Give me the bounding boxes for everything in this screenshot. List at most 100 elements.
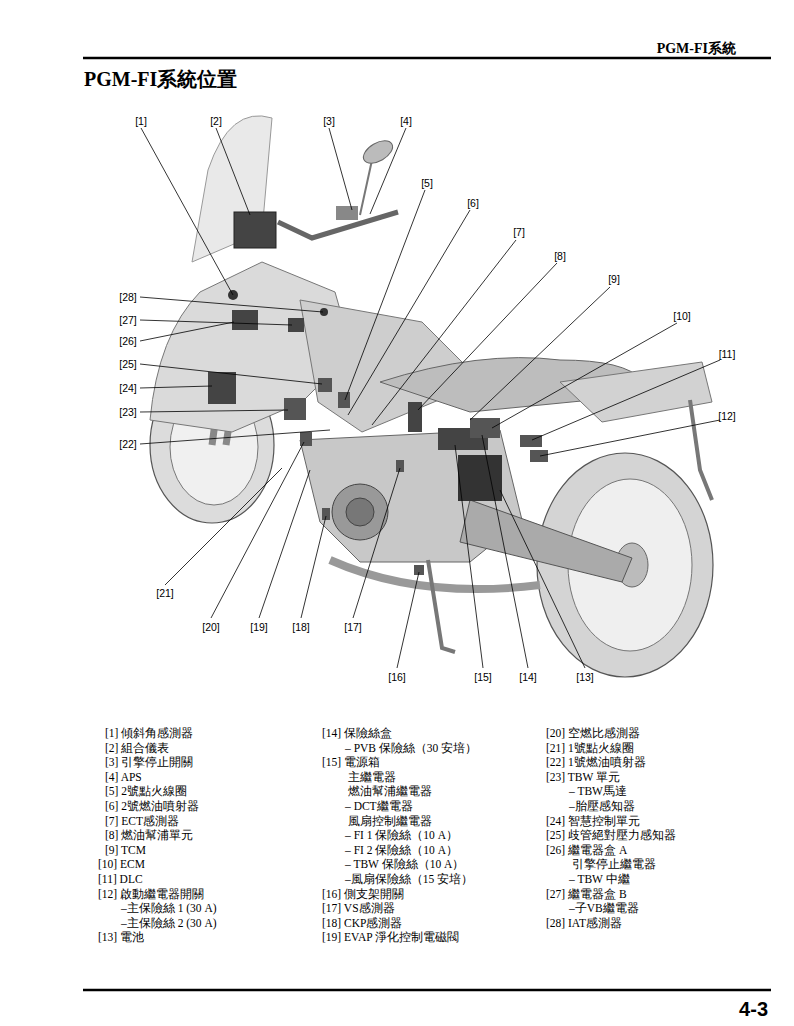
header-rule [83,57,771,60]
callout-number: [2] [210,115,222,127]
legend-item: [17] VS感測器 [322,901,395,915]
legend-item: – TBW 保險絲（10 A） [345,857,464,871]
callout-number: [3] [323,115,335,127]
leader-line [140,430,330,444]
legend-item: [11] DLC [98,872,143,886]
page-number: 4-3 [739,998,768,1021]
leader-line [540,420,720,456]
callout-number: [15] [474,671,492,683]
vs-sensor [396,460,404,472]
callout-number: [18] [292,621,310,633]
callout-number: [13] [576,671,594,683]
leader-line [216,128,250,215]
legend-item: 風扇控制繼電器 [348,814,432,828]
legend-item: [7] ECT感測器 [105,814,179,828]
legend-item: [22] 1號燃油噴射器 [546,755,646,769]
map-sensor [318,378,332,392]
running-header: PGM-FI系統 [657,40,736,58]
leader-line [140,364,322,384]
callout-number: [27] [119,314,137,326]
legend-item: [14] 保險絲盒 [322,726,392,740]
leader-line [482,435,528,668]
legend-item: – TBW 中繼 [569,872,630,886]
legend-item: 引擎停止繼電器 [572,857,656,871]
callout-number: [11] [719,348,736,360]
leader-line [140,320,292,325]
legend-item: [28] IAT感測器 [546,916,622,930]
callout-number: [6] [467,197,479,209]
legend-item: – FI 2 保險絲（10 A） [345,843,458,857]
legend-item: [16] 側支架開關 [322,887,404,901]
legend-item: [12] 啟動繼電器開關 [98,887,204,901]
callout-number: [25] [119,358,137,370]
meter-unit [234,212,276,248]
leader-line [301,516,326,618]
page-title: PGM-FI系統位置 [84,66,237,93]
callout-number: [12] [718,410,736,422]
leader-line [211,442,304,618]
leader-line [345,190,425,400]
tail-cowl [560,362,712,422]
legend-item: [27] 繼電器盒 B [546,887,627,901]
callout-number: [23] [119,406,137,418]
leader-line [500,490,585,668]
legend-item: –胎壓感知器 [569,799,635,813]
legend-item: –風扇保險絲（15 安培） [345,872,473,886]
leader-line [397,572,419,668]
callout-number: [16] [388,671,406,683]
legend-item: [3] 引擎停止開關 [105,755,193,769]
leader-line [140,322,234,341]
legend-item: –主保險絲 1 (30 A) [121,901,217,915]
battery [458,455,502,501]
callout-number: [21] [156,587,174,599]
stator-hub [346,498,374,526]
mirror [360,136,397,168]
fuel-pump [408,402,422,432]
legend-item: 燃油幫浦繼電器 [348,784,432,798]
leader-line [141,128,233,295]
callout-number: [24] [119,382,137,394]
starter-relay [530,450,548,462]
mirror-stem [360,160,372,215]
smart-control-unit [208,372,236,404]
legend-item: 主繼電器 [348,770,396,784]
callout-number: [14] [519,671,537,683]
leader-line [353,468,400,618]
legend-item: [2] 組合儀表 [105,741,169,755]
leader-lines [140,128,720,668]
legend-item: [1] 傾斜角感測器 [105,726,193,740]
legend-item: –主保險絲 2 (30 A) [121,916,217,930]
callout-number: [20] [202,621,220,633]
legend-item: [21] 1號點火線圈 [546,741,634,755]
footer-rule [83,989,771,992]
legend-item: [9] TCM [105,843,146,857]
legend-item: [15] 電源箱 [322,755,380,769]
leader-line [348,210,470,415]
tbw-unit [284,398,306,420]
callout-number: [10] [673,310,691,322]
legend-item: [13] 電池 [98,930,144,944]
legend-item: [26] 繼電器盒 A [546,843,627,857]
leader-line [455,445,483,668]
legend-item: [19] EVAP 淨化控制電磁閥 [322,930,459,944]
stator-cover [332,484,388,540]
fuse-box [470,418,500,438]
callout-number: [26] [119,335,137,347]
exhaust [330,560,540,589]
legend-item: – PVB 保險絲（30 安培） [345,741,477,755]
swingarm [460,500,632,582]
leader-line [140,386,212,388]
legend-item: [5] 2號點火線圈 [105,784,187,798]
legend-item: [18] CKP感測器 [322,916,402,930]
o2-sensor [300,432,312,446]
legend-item: – FI 1 保險絲（10 A） [345,828,458,842]
callout-number: [22] [119,438,137,450]
leader-line [165,468,282,585]
legend-item: –子VB繼電器 [569,901,639,915]
leader-line [492,323,677,428]
relay-box-a [232,310,258,330]
plate-bracket [690,400,712,500]
ignition-coil-2 [338,392,350,408]
legend-item: – TBW馬達 [569,784,627,798]
